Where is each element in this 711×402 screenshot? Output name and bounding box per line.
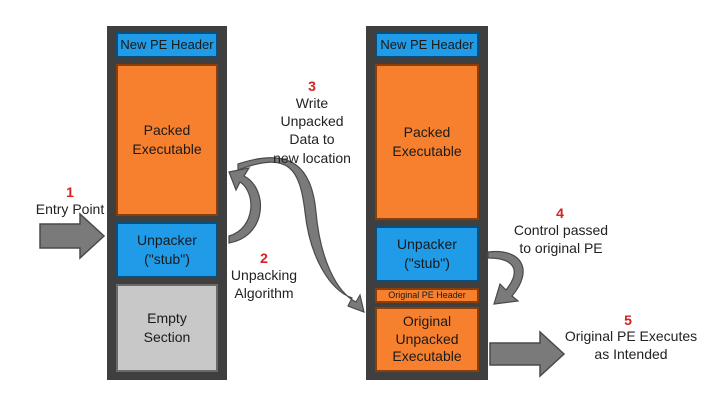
step-3-label: Write Unpacked Data to new location <box>273 95 351 166</box>
step-5-number: 5 <box>624 312 632 328</box>
executes-arrow <box>489 330 566 378</box>
left-packed-executable: Packed Executable <box>116 64 218 216</box>
write-unpacked-data-arrow <box>237 157 365 313</box>
step-5-label: Original PE Executes as Intended <box>564 328 698 363</box>
step-2-label: Unpacking Algorithm <box>230 267 298 302</box>
control-passed-arrow <box>487 250 524 305</box>
step-1-label: Entry Point <box>35 201 105 217</box>
original-pe-header: Original PE Header <box>375 288 479 303</box>
step-4-number: 4 <box>556 205 564 221</box>
original-unpacked-executable: Original Unpacked Executable <box>375 307 479 372</box>
left-empty-section: Empty Section <box>116 284 218 372</box>
left-memory-column: New PE Header Packed Executable Unpacker… <box>107 26 227 380</box>
step-1-number: 1 <box>66 184 74 200</box>
right-new-pe-header: New PE Header <box>375 32 479 58</box>
unpacking-algorithm-arrow <box>228 167 262 244</box>
left-unpacker-stub: Unpacker ("stub") <box>116 222 218 278</box>
step-3-number: 3 <box>308 78 316 94</box>
right-unpacker-stub: Unpacker ("stub") <box>375 226 479 282</box>
entry-point-arrow <box>39 212 106 260</box>
left-new-pe-header: New PE Header <box>116 32 218 58</box>
step-2-number: 2 <box>260 250 268 266</box>
right-memory-column: New PE Header Packed Executable Unpacker… <box>366 26 488 380</box>
right-packed-executable: Packed Executable <box>375 64 479 220</box>
step-4-label: Control passed to original PE <box>513 222 609 257</box>
